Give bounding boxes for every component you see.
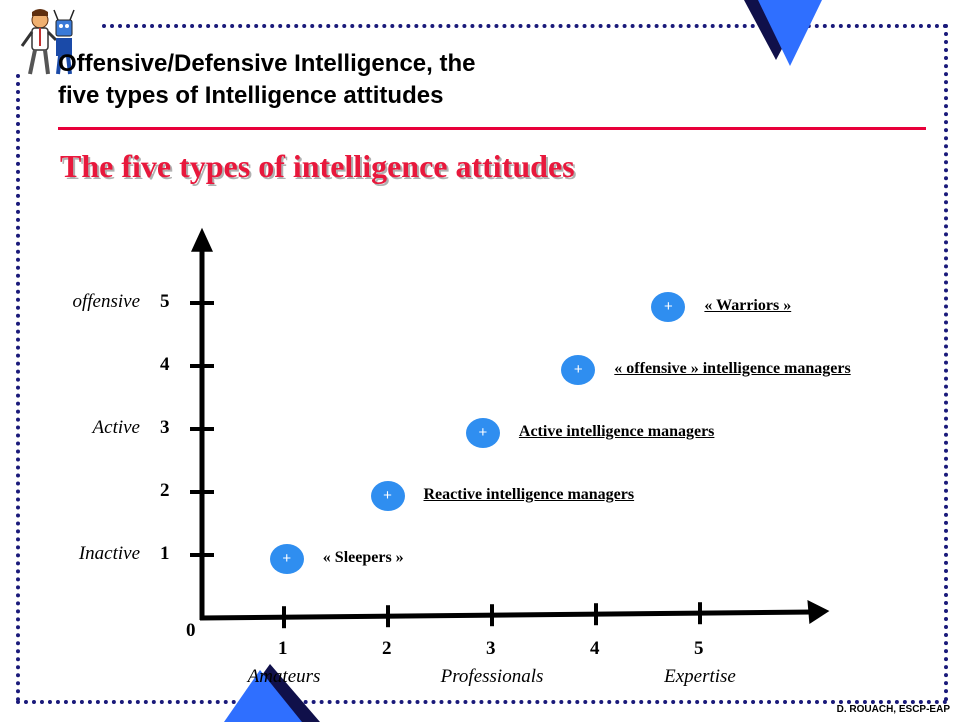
frame-right-border — [944, 24, 948, 702]
origin-label: 0 — [186, 620, 196, 641]
plus-bubble-icon: + — [465, 418, 500, 448]
people-clipart-icon — [20, 9, 75, 75]
y-tick-label: 5 — [160, 291, 170, 312]
frame-left-border — [16, 74, 20, 702]
x-tick-label: 5 — [694, 638, 704, 659]
x-category-label: Expertise — [664, 666, 736, 687]
point-label: Reactive intelligence managers — [423, 486, 635, 503]
y-category-label: Inactive — [78, 543, 140, 564]
x-tick-label: 2 — [382, 638, 392, 659]
point-label: Active intelligence managers — [518, 423, 715, 440]
point-label: « Warriors » — [704, 297, 792, 314]
y-axis-arrowhead — [191, 227, 213, 252]
frame-bottom-border — [16, 700, 948, 704]
y-tick-label: 3 — [160, 417, 170, 438]
x-tick-label: 3 — [486, 638, 496, 659]
y-category-label: Active — [92, 417, 140, 438]
blue-triangle-top-icon — [744, 0, 822, 66]
x-category-label: Amateurs — [247, 666, 321, 687]
frame-top-border — [102, 24, 948, 28]
slide-title: Offensive/Defensive Intelligence, the fi… — [58, 50, 476, 109]
x-axis-line — [199, 609, 814, 621]
plus-bubble-icon: + — [269, 544, 304, 574]
x-axis-arrowhead — [807, 600, 830, 624]
plus-bubble-icon: + — [651, 292, 686, 322]
plus-bubble-icon: + — [370, 481, 405, 511]
x-tick-label: 4 — [590, 638, 600, 659]
point-label: « offensive » intelligence managers — [614, 360, 851, 377]
x-category-label: Professionals — [440, 666, 544, 687]
slide-subtitle: The five types of intelligence attitudes — [60, 148, 575, 184]
slide-footer: D. ROUACH, ESCP-EAP — [836, 704, 950, 715]
y-category-label: offensive — [72, 291, 140, 312]
title-divider — [58, 127, 926, 130]
y-tick-label: 2 — [160, 480, 170, 501]
plus-bubble-icon: + — [561, 355, 596, 385]
x-tick-label: 1 — [278, 638, 288, 659]
y-tick-label: 1 — [160, 543, 170, 564]
y-tick-label: 4 — [160, 354, 170, 375]
point-label: « Sleepers » — [322, 549, 404, 566]
blue-triangle-bottom-icon — [224, 664, 320, 722]
